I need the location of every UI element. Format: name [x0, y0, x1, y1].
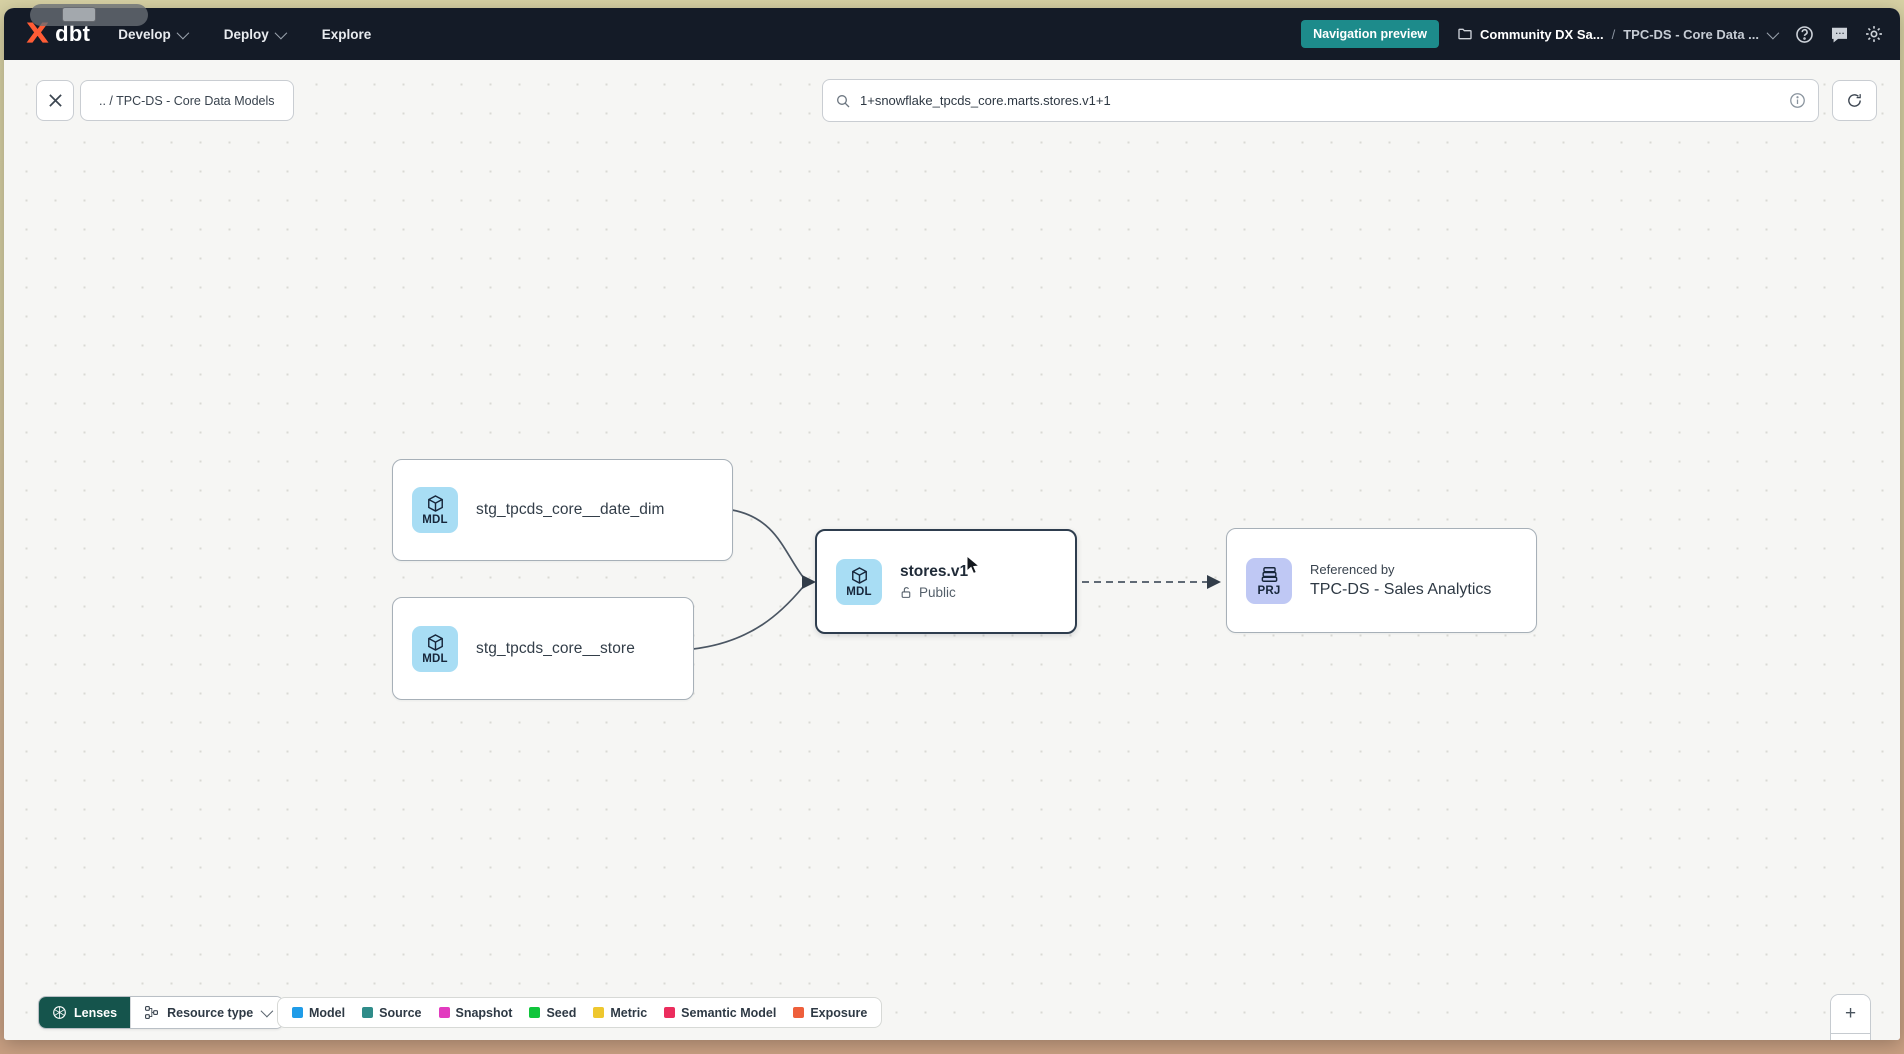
node-title: stores.v1 [900, 563, 969, 580]
model-badge: MDL [412, 625, 458, 672]
screen-capture-overlay [30, 4, 148, 26]
legend-item-snapshot: Snapshot [438, 1006, 512, 1020]
close-button[interactable] [36, 80, 74, 121]
legend-item-semantic-model: Semantic Model [664, 1006, 776, 1020]
node-referenced-by-sales-analytics[interactable]: PRJ Referenced by TPC-DS - Sales Analyti… [1226, 528, 1537, 633]
node-stg-tpcds-core-store[interactable]: MDL stg_tpcds_core__store [392, 597, 694, 700]
legend-item-seed: Seed [529, 1006, 576, 1020]
zoom-in-button[interactable]: + [1831, 995, 1870, 1034]
cube-icon [427, 495, 443, 512]
main-nav: Develop Deploy Explore [118, 26, 372, 42]
lens-aperture-icon [53, 1006, 66, 1019]
legend-swatch [292, 1007, 303, 1018]
breadcrumb: Community DX Sa... / TPC-DS - Core Data … [1457, 26, 1780, 42]
cube-icon [427, 633, 443, 651]
referenced-by-label: Referenced by [1310, 562, 1395, 577]
node-stg-tpcds-core-date-dim[interactable]: MDL stg_tpcds_core__date_dim [392, 459, 733, 561]
header-icons [1794, 24, 1884, 44]
breadcrumb-separator: / [1611, 26, 1616, 42]
access-level: Public [900, 585, 968, 600]
archive-stack-icon [1261, 566, 1277, 582]
mouse-cursor [966, 555, 981, 575]
resource-type-legend: Model Source Snapshot Seed Metric Semant… [277, 997, 883, 1028]
nav-item-deploy[interactable]: Deploy [224, 26, 288, 42]
legend-item-model: Model [292, 1006, 345, 1020]
unlock-icon [901, 587, 911, 598]
resource-type-dropdown[interactable]: Resource type [130, 997, 284, 1028]
nav-item-explore[interactable]: Explore [321, 26, 372, 42]
folder-icon [1458, 28, 1472, 40]
refresh-icon [1848, 94, 1861, 107]
nav-item-develop[interactable]: Develop [118, 26, 190, 42]
chevron-down-icon [274, 26, 288, 39]
project-badge: PRJ [1246, 557, 1292, 604]
navigation-preview-badge[interactable]: Navigation preview [1301, 20, 1440, 48]
lineage-search-bar [822, 79, 1819, 122]
top-nav-bar: X dbt Develop Deploy Explore Navigation … [4, 8, 1900, 60]
chevron-down-icon[interactable] [1766, 26, 1780, 39]
settings-gear-icon[interactable] [1864, 24, 1884, 44]
breadcrumb-project[interactable]: TPC-DS - Core Data ... [1623, 26, 1759, 42]
legend-swatch [529, 1007, 541, 1018]
chevron-down-icon [260, 1004, 274, 1018]
app-window: X dbt Develop Deploy Explore Navigation … [4, 8, 1900, 1040]
chevron-down-icon [176, 26, 190, 39]
lineage-path-chip[interactable]: .. / TPC-DS - Core Data Models [80, 80, 294, 121]
close-icon [48, 94, 62, 107]
breadcrumb-account[interactable]: Community DX Sa... [1457, 26, 1604, 42]
legend-swatch [793, 1007, 805, 1018]
search-input[interactable] [860, 93, 1780, 108]
cube-icon [851, 566, 867, 584]
dbt-logo-icon: X [26, 17, 50, 50]
legend-item-source: Source [362, 1006, 422, 1020]
header-right: Navigation preview Community DX Sa... / … [1301, 20, 1884, 48]
legend-item-metric: Metric [593, 1006, 647, 1020]
legend-swatch [593, 1007, 605, 1018]
lineage-canvas[interactable]: .. / TPC-DS - Core Data Models MDL stg_t… [4, 60, 1900, 1040]
lenses-button[interactable]: Lenses [39, 997, 131, 1028]
node-stores-v1[interactable]: MDL stores.v1 Public [815, 529, 1077, 634]
search-icon [837, 94, 850, 107]
info-icon[interactable] [1789, 92, 1806, 109]
screen-capture-overlay-icon [62, 7, 96, 22]
zoom-controls: + − [1830, 994, 1871, 1040]
legend-swatch [438, 1007, 450, 1018]
project-name: TPC-DS - Sales Analytics [1310, 581, 1492, 598]
help-icon[interactable] [1794, 24, 1814, 44]
model-badge: MDL [836, 558, 882, 605]
model-badge: MDL [412, 487, 458, 533]
refresh-button[interactable] [1832, 80, 1877, 121]
legend-swatch [664, 1007, 676, 1018]
zoom-out-button[interactable]: − [1831, 1033, 1870, 1040]
feedback-icon[interactable] [1829, 24, 1849, 44]
legend-swatch [362, 1007, 374, 1018]
legend-item-exposure: Exposure [793, 1006, 867, 1020]
resource-graph-icon [145, 1006, 159, 1019]
lenses-control-group: Lenses Resource type [38, 996, 285, 1029]
